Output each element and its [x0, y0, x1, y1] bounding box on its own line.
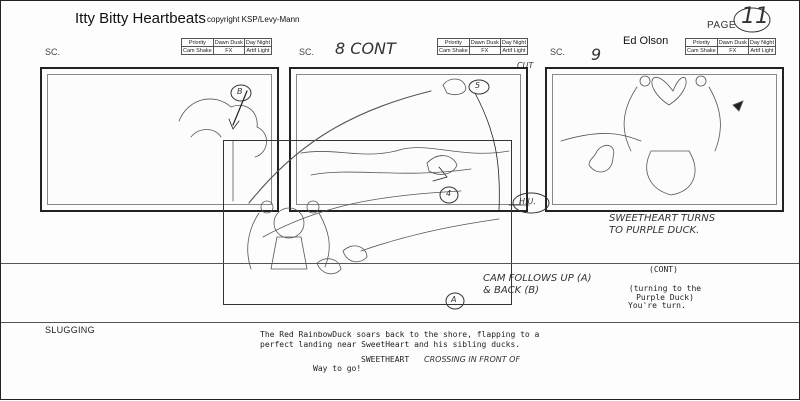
show-title: Itty Bitty Heartbeats — [75, 10, 206, 27]
storyboard-panel-3 — [545, 67, 784, 212]
cont-label: (CONT) — [649, 265, 678, 274]
camera-note: CAM FOLLOWS UP (A) & BACK (B) — [483, 273, 592, 296]
panel-2-sc-label: SC. — [299, 47, 315, 57]
dialogue-area — [1, 263, 799, 323]
slugging-label: SLUGGING — [45, 325, 95, 335]
panel-2-scene-number: 8 CONT — [335, 39, 396, 58]
storyboard-panel-1 — [40, 67, 279, 212]
page-label: PAGE — [707, 20, 737, 31]
marker-5: 5 — [475, 81, 481, 90]
dialogue-line-1: Way to go! — [313, 364, 362, 373]
storyboard-panel-2 — [289, 67, 528, 212]
action-line-1: The Red RainbowDuck soars back to the sh… — [260, 330, 540, 339]
character-name: SWEETHEART — [361, 355, 410, 364]
panel-1-sc-label: SC. — [45, 47, 61, 57]
artist-name: Ed Olson — [623, 35, 669, 47]
copyright-notice: copyright KSP/Levy-Mann — [207, 15, 300, 24]
panel-3-scene-number: 9 — [591, 45, 602, 64]
marker-a: A — [451, 295, 457, 304]
crossing-note: CROSSING IN FRONT OF — [424, 355, 521, 364]
camera-move-field — [223, 140, 512, 305]
dialogue-line-2: You're turn. — [628, 301, 686, 310]
marker-b: B — [237, 87, 243, 96]
page-number-circle — [733, 7, 771, 33]
action-line-2: perfect landing near SweetHeart and his … — [260, 340, 521, 349]
cut-note: CUT — [517, 61, 534, 70]
parenthetical: (turning to the Purple Duck) — [628, 284, 702, 302]
marker-4: 4 — [446, 189, 452, 198]
hu-note: H.U. — [519, 197, 536, 206]
sweetheart-note: SWEETHEART TURNS TO PURPLE DUCK. — [609, 213, 716, 236]
panel-3-sc-label: SC. — [550, 47, 566, 57]
